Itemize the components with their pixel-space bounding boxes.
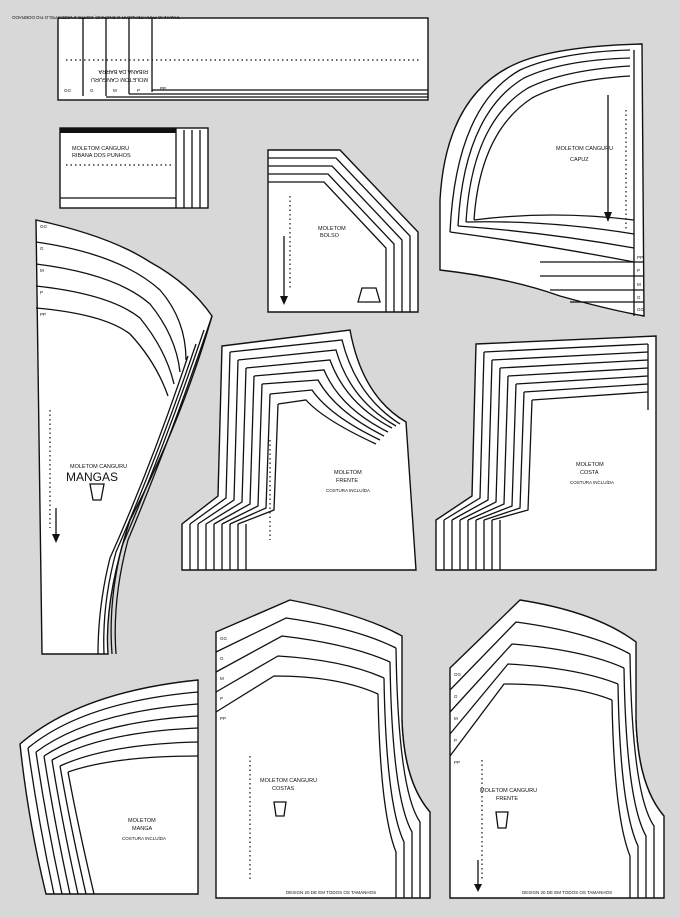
piece-costa: MOLETOM COSTA COSTURA INCLUÍDA xyxy=(435,335,657,571)
size-label: P xyxy=(40,290,43,295)
barra-subtitle: RIBANA DA BARRA xyxy=(98,68,148,74)
size-label: GG xyxy=(220,636,228,641)
size-label: PP xyxy=(40,312,46,317)
piece-ribana-barra: MOLETOM CANGURU RIBANA DA BARRA TAMANHO … xyxy=(11,15,429,101)
frente-note: COSTURA INCLUÍDA xyxy=(326,487,370,493)
size-label: M xyxy=(113,88,117,93)
costas-subtitle: COSTAS xyxy=(272,786,295,792)
barra-note: TAMANHO PARA REALIZAR O ENCAIXE, CORTE 2… xyxy=(11,15,180,20)
frente-subtitle: FRENTE xyxy=(336,478,358,484)
mangas-title: MOLETOM CANGURU xyxy=(70,464,127,470)
garment-icon xyxy=(273,801,287,817)
size-label: PP xyxy=(637,255,643,260)
punhos-title: MOLETOM CANGURU xyxy=(72,146,129,152)
size-label: P xyxy=(454,738,457,743)
size-label: G xyxy=(40,246,44,251)
size-label: M xyxy=(220,676,224,681)
piece-manga: MOLETOM MANGA COSTURA INCLUÍDA xyxy=(19,679,199,895)
size-label: PP xyxy=(220,716,226,721)
barra-title: MOLETOM CANGURU xyxy=(91,76,148,82)
size-label: P xyxy=(220,696,223,701)
frente2-subtitle: FRENTE xyxy=(496,796,518,802)
manga-subtitle: MANGA xyxy=(132,826,153,832)
capuz-title: MOLETOM CANGURU xyxy=(556,146,613,152)
costa-subtitle: COSTA xyxy=(580,470,599,476)
size-label: GG xyxy=(454,672,462,677)
piece-frente-2: MOLETOM CANGURU FRENTE DESIGN 20 DE EM T… xyxy=(449,599,665,899)
costas-footer: DESIGN 20 DE EM TODOS OS TAMANHOS xyxy=(286,890,376,895)
size-label: G xyxy=(220,656,224,661)
frente2-footer: DESIGN 20 DE EM TODOS OS TAMANHOS xyxy=(522,890,612,895)
costa-note: COSTURA INCLUÍDA xyxy=(570,479,614,485)
piece-mangas: MOLETOM CANGURU MANGAS GG G M P PP xyxy=(35,219,213,655)
frente2-title: MOLETOM CANGURU xyxy=(480,788,537,794)
piece-capuz: MOLETOM CANGURU CAPUZ PP P M G GG xyxy=(439,43,645,317)
size-label: G xyxy=(90,88,94,93)
size-label: PP xyxy=(160,86,166,91)
piece-bolso: MOLETOM BOLSO xyxy=(267,149,419,313)
punhos-subtitle: RIBANA DOS PUNHOS xyxy=(72,153,131,159)
costa-title: MOLETOM xyxy=(576,462,604,468)
costas-title: MOLETOM CANGURU xyxy=(260,778,317,784)
garment-icon xyxy=(357,287,381,303)
frente-title: MOLETOM xyxy=(334,470,362,476)
size-label: GG xyxy=(64,88,72,93)
piece-frente: MOLETOM FRENTE COSTURA INCLUÍDA xyxy=(181,329,417,571)
manga-note: COSTURA INCLUÍDA xyxy=(122,835,166,841)
size-label: G xyxy=(637,295,641,300)
mangas-subtitle: MANGAS xyxy=(66,470,118,484)
size-label: GG xyxy=(40,224,48,229)
size-label: PP xyxy=(454,760,460,765)
piece-ribana-punhos: MOLETOM CANGURU RIBANA DOS PUNHOS xyxy=(59,127,209,209)
bolso-subtitle: BOLSO xyxy=(320,233,340,239)
capuz-subtitle: CAPUZ xyxy=(570,157,589,163)
size-label: M xyxy=(454,716,458,721)
garment-icon xyxy=(89,483,105,501)
bolso-title: MOLETOM xyxy=(318,226,346,232)
size-label: M xyxy=(40,268,44,273)
size-label: GG xyxy=(637,307,645,312)
garment-icon xyxy=(495,811,509,829)
size-label: P xyxy=(137,88,140,93)
manga-title: MOLETOM xyxy=(128,818,156,824)
piece-costas: MOLETOM CANGURU COSTAS DESIGN 20 DE EM T… xyxy=(215,599,431,899)
size-label: M xyxy=(637,282,641,287)
size-label: P xyxy=(637,268,640,273)
size-label: G xyxy=(454,694,458,699)
